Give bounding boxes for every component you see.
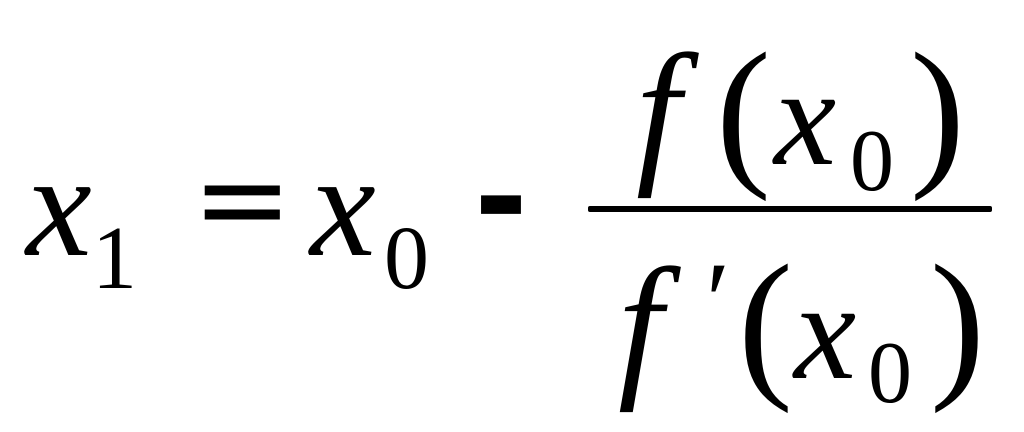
denominator-close-paren: ) <box>930 231 985 414</box>
numerator-open-paren: ( <box>716 19 771 202</box>
denominator-function: f <box>618 235 663 413</box>
denominator-prime: ′ <box>706 240 731 362</box>
fraction-bar <box>588 206 992 212</box>
rhs-variable: x <box>310 124 376 288</box>
numerator-variable: x <box>774 40 837 195</box>
numerator-close-paren: ) <box>910 19 965 202</box>
rhs-subscript: 0 <box>384 209 429 308</box>
lhs-variable: x <box>26 124 92 288</box>
denominator-open-paren: ( <box>738 231 793 414</box>
denominator-subscript: 0 <box>868 325 912 422</box>
numerator-function: f <box>636 21 681 199</box>
minus-sign: - <box>474 121 528 273</box>
denominator-variable: x <box>794 254 857 409</box>
lhs-subscript: 1 <box>92 209 137 308</box>
equals-sign: = <box>192 130 293 269</box>
numerator-subscript: 0 <box>850 113 894 210</box>
